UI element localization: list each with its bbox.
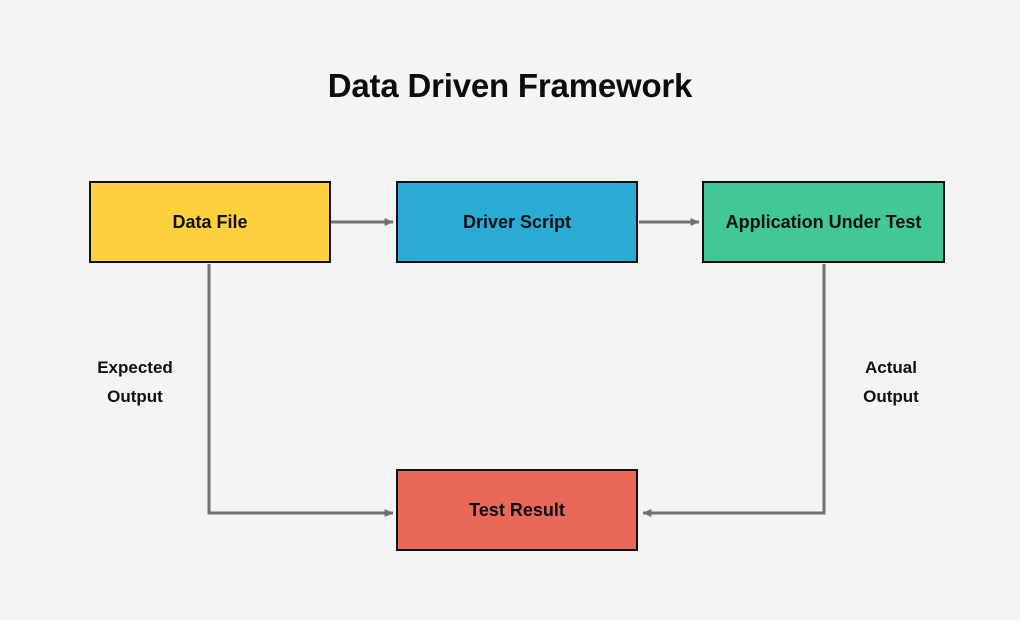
edge-label-expected-output: Expected Output — [97, 358, 173, 406]
node-driver-script-label: Driver Script — [462, 211, 572, 232]
node-data-file[interactable]: Data File — [89, 181, 331, 263]
node-application-under-test-label: Application Under Test — [725, 211, 922, 232]
node-test-result-label: Test Result — [469, 499, 565, 520]
page-title: Data Driven Framework — [327, 67, 693, 104]
node-application-under-test[interactable]: Application Under Test — [702, 181, 945, 263]
edge-data-file-to-test-result — [207, 264, 394, 517]
node-data-file-label: Data File — [172, 211, 248, 232]
node-test-result[interactable]: Test Result — [396, 469, 638, 551]
edge-label-actual-output: Actual Output — [863, 358, 919, 406]
node-driver-script[interactable]: Driver Script — [396, 181, 638, 263]
edge-application-under-test-to-test-result — [642, 264, 826, 517]
